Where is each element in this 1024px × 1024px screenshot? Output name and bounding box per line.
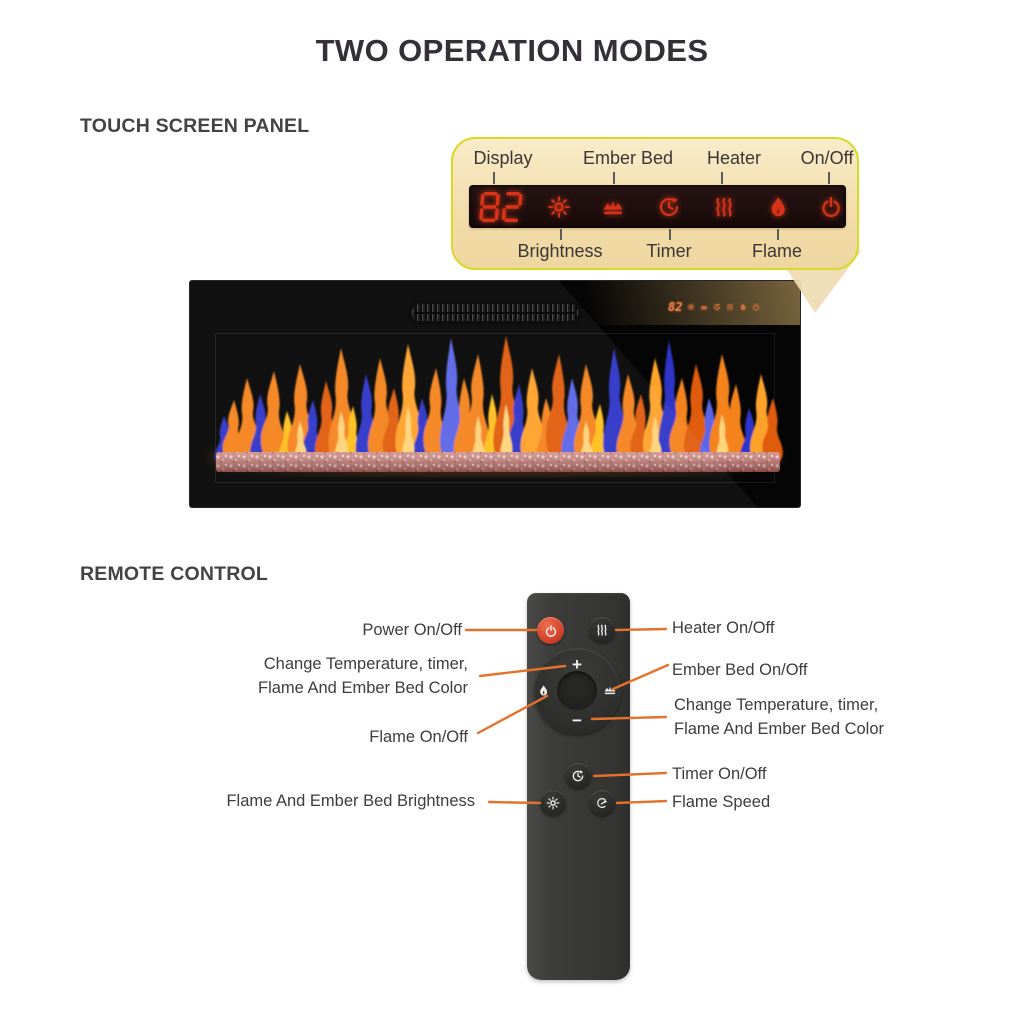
- power-icon: [752, 303, 760, 311]
- label-change-right-line2: Flame And Ember Bed Color: [674, 720, 885, 738]
- label-tick: [721, 172, 723, 184]
- label-flame-on-off: Flame On/Off: [369, 728, 468, 746]
- flame-icon[interactable]: [766, 195, 790, 219]
- label-change-right-line1: Change Temperature, timer,: [674, 696, 879, 714]
- flame-speed-button[interactable]: [589, 790, 615, 816]
- label-power-on-off: Power On/Off: [362, 621, 462, 639]
- label-ember-bed-on-off: Ember Bed On/Off: [672, 661, 808, 679]
- label-tick: [613, 172, 615, 184]
- timer-icon: [713, 303, 721, 311]
- label-tick: [493, 172, 495, 184]
- heater-icon: [726, 303, 734, 311]
- label-brightness: Brightness: [517, 241, 603, 261]
- fireplace-display-value: 82: [668, 300, 683, 314]
- label-heater: Heater: [706, 148, 762, 168]
- label-change-right: Change Temperature, timer, Flame And Emb…: [674, 693, 884, 741]
- page-title: TWO OPERATION MODES: [315, 33, 709, 68]
- timer-icon: [571, 769, 585, 783]
- flame-icon[interactable]: [537, 684, 550, 697]
- ember-bed-icon[interactable]: [603, 683, 617, 697]
- touch-control-panel: [469, 185, 846, 228]
- label-change-left-line1: Change Temperature, timer,: [263, 655, 468, 673]
- label-on-off: On/Off: [800, 148, 854, 168]
- label-flame: Flame: [751, 241, 803, 261]
- label-tick: [560, 229, 562, 240]
- dpad-ring[interactable]: + −: [534, 648, 620, 734]
- label-tick: [828, 172, 830, 184]
- heater-icon[interactable]: [712, 195, 736, 219]
- flame-icon: [739, 303, 747, 311]
- dpad-center-button[interactable]: [557, 671, 597, 711]
- power-icon[interactable]: [819, 195, 843, 219]
- brightness-icon[interactable]: [547, 195, 571, 219]
- fireplace-display: 82: [668, 301, 760, 313]
- label-flame-ember-brightness: Flame And Ember Bed Brightness: [226, 792, 475, 810]
- fireplace-image: 82: [190, 281, 800, 507]
- remote-heading: REMOTE CONTROL: [80, 563, 269, 585]
- flame-speed-icon: [595, 796, 609, 810]
- minus-button[interactable]: −: [572, 711, 582, 730]
- power-icon: [544, 624, 558, 638]
- label-display: Display: [473, 148, 533, 168]
- touch-panel-callout: Display Ember Bed Heater On/Off: [451, 137, 859, 270]
- power-button[interactable]: [537, 617, 564, 644]
- label-change-left: Change Temperature, timer, Flame And Emb…: [258, 652, 468, 700]
- brightness-icon: [546, 796, 560, 810]
- label-timer: Timer: [646, 241, 692, 261]
- ember-bed-icon: [700, 303, 708, 311]
- seven-segment-display: [479, 191, 523, 223]
- label-tick: [777, 229, 779, 240]
- timer-icon[interactable]: [657, 195, 681, 219]
- label-change-left-line2: Flame And Ember Bed Color: [257, 679, 468, 697]
- label-tick: [669, 229, 671, 240]
- label-timer-on-off: Timer On/Off: [672, 765, 767, 783]
- touch-panel-heading: TOUCH SCREEN PANEL: [80, 115, 310, 137]
- label-flame-speed: Flame Speed: [672, 793, 771, 811]
- timer-button[interactable]: [565, 763, 591, 789]
- ember-bed-icon[interactable]: [601, 195, 625, 219]
- label-heater-on-off: Heater On/Off: [672, 619, 775, 637]
- label-ember-bed: Ember Bed: [582, 148, 674, 168]
- fireplace-flames: [210, 336, 783, 474]
- heater-vent-grille: [410, 302, 580, 323]
- brightness-button[interactable]: [540, 790, 566, 816]
- remote-control: + −: [527, 593, 630, 980]
- heater-button[interactable]: [589, 617, 615, 643]
- heater-icon: [595, 623, 609, 637]
- plus-button[interactable]: +: [572, 655, 582, 674]
- brightness-icon: [687, 303, 695, 311]
